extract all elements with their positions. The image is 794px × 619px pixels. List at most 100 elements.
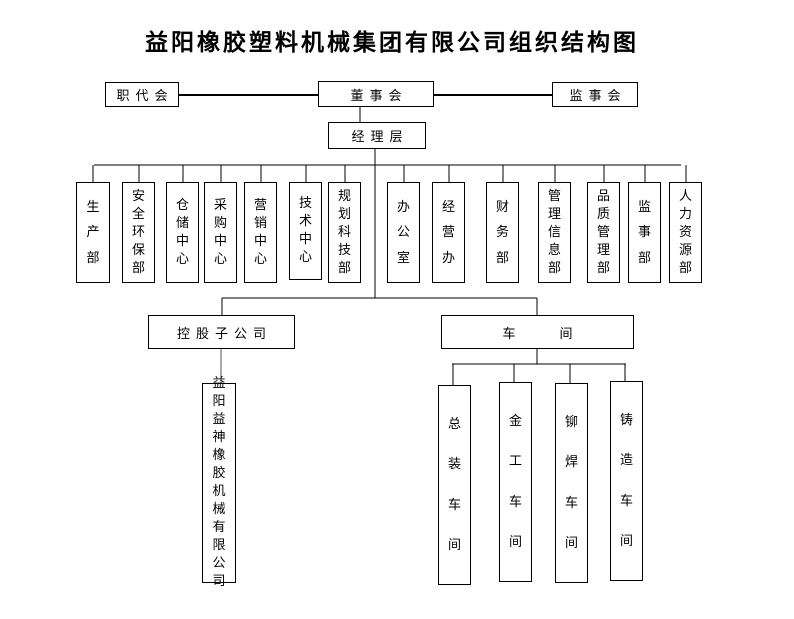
department-box-char: 采 — [213, 197, 227, 213]
department-box-char: 理 — [547, 206, 561, 222]
department-box-char: 务 — [495, 225, 509, 240]
department-box-char: 资 — [678, 224, 692, 240]
department-box-char: 理 — [596, 242, 610, 258]
workshop-box-char: 造 — [619, 453, 633, 469]
workshop-box-char: 车 — [508, 494, 522, 510]
department-box-char: 办 — [441, 250, 455, 266]
department-box-char: 购 — [213, 215, 227, 231]
department-box-char: 心 — [213, 251, 227, 267]
department-box: 监事部 — [628, 182, 661, 283]
department-box-char: 管 — [596, 224, 610, 240]
department-box-char: 事 — [637, 225, 651, 240]
subsidiary-group-label: 控股子公司 — [176, 326, 272, 342]
department-box: 安全环保部 — [122, 182, 155, 283]
workshop-box-char: 间 — [447, 537, 461, 553]
department-box: 规划科技部 — [328, 182, 361, 283]
department-box-char: 营 — [253, 197, 267, 213]
department-box-char: 心 — [298, 250, 312, 265]
department-box-char: 质 — [596, 206, 610, 222]
department-box-char: 信 — [547, 224, 561, 240]
workshop-box: 铸造车间 — [610, 381, 643, 581]
workshop-box-char: 间 — [619, 533, 633, 549]
department-box-char: 公 — [396, 225, 410, 240]
department-box-char: 术 — [298, 214, 312, 229]
management-label: 经理层 — [351, 130, 409, 145]
department-box-char: 中 — [298, 232, 312, 247]
workshop-group-label: 车 间 — [502, 326, 579, 342]
management-box: 经理层 — [328, 122, 426, 149]
department-box: 经营办 — [432, 182, 465, 283]
department-box: 人力资源部 — [669, 182, 702, 283]
department-box-char: 部 — [637, 250, 651, 266]
department-box-char: 中 — [253, 233, 267, 249]
department-box-char: 源 — [678, 242, 692, 258]
subsidiary-company-box-char: 益 — [212, 412, 226, 427]
department-box-char: 监 — [637, 199, 651, 215]
department-box-char: 科 — [337, 224, 351, 240]
department-box-char: 力 — [678, 206, 692, 222]
department-box-char: 安 — [131, 188, 145, 204]
department-box-char: 财 — [495, 199, 509, 215]
subsidiary-company-box-char: 械 — [212, 502, 226, 517]
workshop-box: 金工车间 — [499, 382, 532, 582]
department-box-char: 环 — [131, 224, 145, 240]
department-box-char: 管 — [547, 188, 561, 204]
department-box-char: 中 — [175, 233, 189, 249]
department-box-char: 中 — [213, 233, 227, 249]
department-box: 营销中心 — [244, 182, 277, 283]
subsidiary-company-box-char: 公 — [212, 556, 226, 571]
workshop-box-char: 铸 — [619, 413, 633, 429]
department-box-char: 部 — [131, 260, 145, 276]
department-box-char: 部 — [547, 260, 561, 276]
department-box-char: 息 — [547, 242, 561, 258]
workers-congress-label: 职代会 — [116, 89, 174, 104]
department-box-char: 心 — [175, 251, 189, 267]
workshop-box-char: 间 — [564, 535, 578, 551]
department-box: 办公室 — [387, 182, 420, 283]
workshop-box-char: 间 — [508, 534, 522, 550]
department-box-char: 营 — [441, 225, 455, 240]
board-of-directors-label: 董事会 — [350, 88, 408, 104]
department-box-char: 划 — [337, 206, 351, 222]
department-box-char: 生 — [86, 199, 100, 215]
department-box: 仓储中心 — [166, 182, 199, 283]
department-box: 财务部 — [486, 182, 519, 283]
workshop-box: 铆焊车间 — [555, 383, 588, 583]
subsidiary-company-box-char: 橡 — [212, 448, 226, 463]
department-box-char: 办 — [396, 199, 410, 215]
department-box-char: 人 — [678, 188, 692, 204]
department-drop-lines — [92, 165, 687, 182]
subsidiary-company-box-char: 阳 — [212, 394, 226, 409]
subsidiary-company-box-char: 司 — [212, 574, 226, 589]
department-box-char: 储 — [175, 215, 189, 231]
workshop-box-char: 工 — [508, 454, 522, 470]
workshop-box-char: 焊 — [564, 455, 578, 471]
department-box-char: 产 — [86, 225, 100, 240]
workshop-box-char: 装 — [447, 457, 461, 473]
department-box-char: 品 — [596, 188, 610, 204]
subsidiary-company-box: 益阳益神橡胶机械有限公司 — [202, 376, 236, 589]
department-box-char: 经 — [441, 199, 455, 215]
department-box-char: 规 — [337, 188, 351, 204]
department-box-char: 销 — [253, 215, 267, 231]
board-of-supervisors-box: 监事会 — [552, 82, 638, 107]
subsidiary-company-box-char: 胶 — [212, 466, 226, 481]
subsidiary-group-box: 控股子公司 — [148, 315, 295, 349]
department-box-char: 心 — [253, 251, 267, 267]
workshop-box: 总装车间 — [438, 385, 471, 585]
board-of-supervisors-label: 监事会 — [569, 89, 627, 104]
workshop-box-char: 金 — [508, 414, 522, 430]
department-box: 采购中心 — [204, 182, 237, 283]
department-box: 品质管理部 — [587, 182, 620, 283]
department-box: 技术中心 — [289, 182, 322, 280]
chart-title: 益阳橡胶塑料机械集团有限公司组织结构图 — [145, 29, 639, 56]
department-box-char: 保 — [131, 242, 145, 258]
subsidiary-company-box-char: 限 — [212, 538, 226, 553]
department-box: 管理信息部 — [538, 182, 571, 283]
department-box-char: 部 — [86, 250, 100, 266]
workshop-box-char: 车 — [447, 497, 461, 513]
subsidiary-company-box-char: 神 — [212, 430, 226, 445]
department-box-char: 部 — [337, 260, 351, 276]
workshop-box-char: 总 — [447, 417, 461, 433]
